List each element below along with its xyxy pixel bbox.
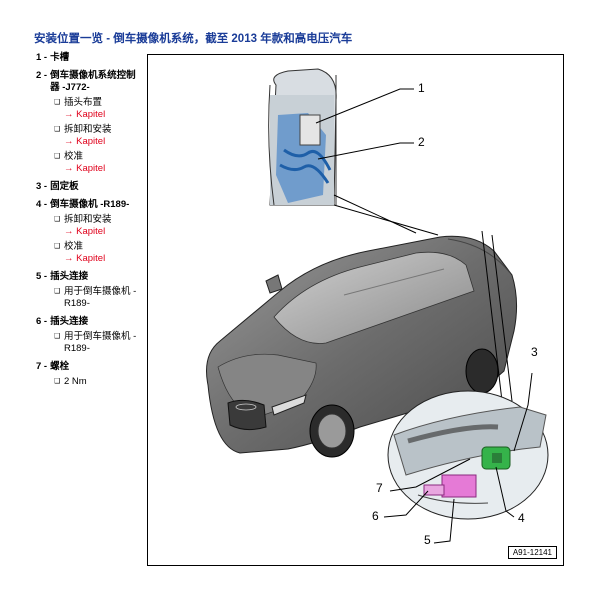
legend-item-2: 2 -倒车摄像机系统控制器 -J772- ❑ 插头布置→ Kapitel ❑ 拆… xyxy=(36,70,140,175)
sub-text: 2 Nm xyxy=(64,376,87,387)
legend-item-6: 6 -插头连接 ❑ 用于倒车摄像机 -R189- xyxy=(36,316,140,355)
callout-7: 7 xyxy=(376,481,383,495)
legend-num: 5 - xyxy=(36,271,48,282)
car-body xyxy=(206,235,518,458)
leader-line-2 xyxy=(317,142,414,160)
sub-text: 插头布置 xyxy=(64,97,103,108)
checkbox-bullet-icon: ❑ xyxy=(54,333,61,340)
legend-num: 3 - xyxy=(36,181,48,192)
legend-num: 1 - xyxy=(36,52,48,63)
legend-item-3: 3 -固定板 xyxy=(36,181,140,193)
callout-4: 4 xyxy=(518,511,525,525)
legend-sub: ❑ 插头布置→ Kapitel xyxy=(54,97,140,121)
kapitel-link[interactable]: → Kapitel xyxy=(64,253,106,264)
legend-sub: ❑ 拆卸和安装→ Kapitel xyxy=(54,124,140,148)
legend-list: 1 -卡槽 2 -倒车摄像机系统控制器 -J772- ❑ 插头布置→ Kapit… xyxy=(36,52,140,394)
legend-sub: ❑ 校准→ Kapitel xyxy=(54,151,140,175)
kapitel-link[interactable]: → Kapitel xyxy=(64,109,106,120)
legend-label: 插头连接 xyxy=(50,271,89,282)
callout-1: 1 xyxy=(418,81,425,95)
checkbox-bullet-icon: ❑ xyxy=(54,288,61,295)
legend-label: 螺栓 xyxy=(50,361,70,372)
legend-num: 4 - xyxy=(36,199,48,210)
legend-label: 插头连接 xyxy=(50,316,89,327)
inset-camera-detail xyxy=(387,390,549,520)
callout-6: 6 xyxy=(372,509,379,523)
sub-text: 用于倒车摄像机 -R189- xyxy=(64,331,137,354)
checkbox-bullet-icon: ❑ xyxy=(54,378,61,385)
sub-text: 校准 xyxy=(64,151,84,162)
legend-num: 2 - xyxy=(36,70,48,81)
legend-item-5: 5 -插头连接 ❑ 用于倒车摄像机 -R189- xyxy=(36,271,140,310)
legend-item-4: 4 -倒车摄像机 -R189- ❑ 拆卸和安装→ Kapitel ❑ 校准→ K… xyxy=(36,199,140,265)
kapitel-link[interactable]: → Kapitel xyxy=(64,136,106,147)
legend-label: 倒车摄像机 -R189- xyxy=(50,199,130,210)
legend-sub: ❑ 用于倒车摄像机 -R189- xyxy=(54,286,140,310)
legend-sub: ❑ 拆卸和安装→ Kapitel xyxy=(54,214,140,238)
kapitel-link[interactable]: → Kapitel xyxy=(64,226,106,237)
legend-sub: ❑ 校准→ Kapitel xyxy=(54,241,140,265)
legend-sub: ❑ 用于倒车摄像机 -R189- xyxy=(54,331,140,355)
legend-label: 卡槽 xyxy=(50,52,70,63)
inset-trunk-interior xyxy=(268,68,337,206)
figure-code: A91-12141 xyxy=(507,546,557,559)
legend-item-1: 1 -卡槽 xyxy=(36,52,140,64)
car-illustration xyxy=(206,68,549,544)
sub-text: 用于倒车摄像机 -R189- xyxy=(64,286,137,309)
callout-3: 3 xyxy=(531,345,538,359)
checkbox-bullet-icon: ❑ xyxy=(54,153,61,160)
kapitel-link[interactable]: → Kapitel xyxy=(64,163,106,174)
legend-label: 固定板 xyxy=(50,181,79,192)
legend-label: 倒车摄像机系统控制器 -J772- xyxy=(50,70,136,93)
page-title: 安装位置一览 - 倒车摄像机系统，截至 2013 年款和高电压汽车 xyxy=(34,33,353,45)
installation-figure: 1 2 3 4 5 6 7 A91-12141 xyxy=(147,54,564,566)
checkbox-bullet-icon: ❑ xyxy=(54,243,61,250)
checkbox-bullet-icon: ❑ xyxy=(54,126,61,133)
sub-text: 拆卸和安装 xyxy=(64,214,112,225)
legend-item-7: 7 -螺栓 ❑ 2 Nm xyxy=(36,361,140,388)
sub-text: 校准 xyxy=(64,241,84,252)
checkbox-bullet-icon: ❑ xyxy=(54,216,61,223)
checkbox-bullet-icon: ❑ xyxy=(54,99,61,106)
legend-sub: ❑ 2 Nm xyxy=(54,376,140,388)
callout-5: 5 xyxy=(424,533,431,547)
sub-text: 拆卸和安装 xyxy=(64,124,112,135)
legend-num: 7 - xyxy=(36,361,48,372)
legend-num: 6 - xyxy=(36,316,48,327)
leader-line-1 xyxy=(315,88,414,124)
callout-2: 2 xyxy=(418,135,425,149)
